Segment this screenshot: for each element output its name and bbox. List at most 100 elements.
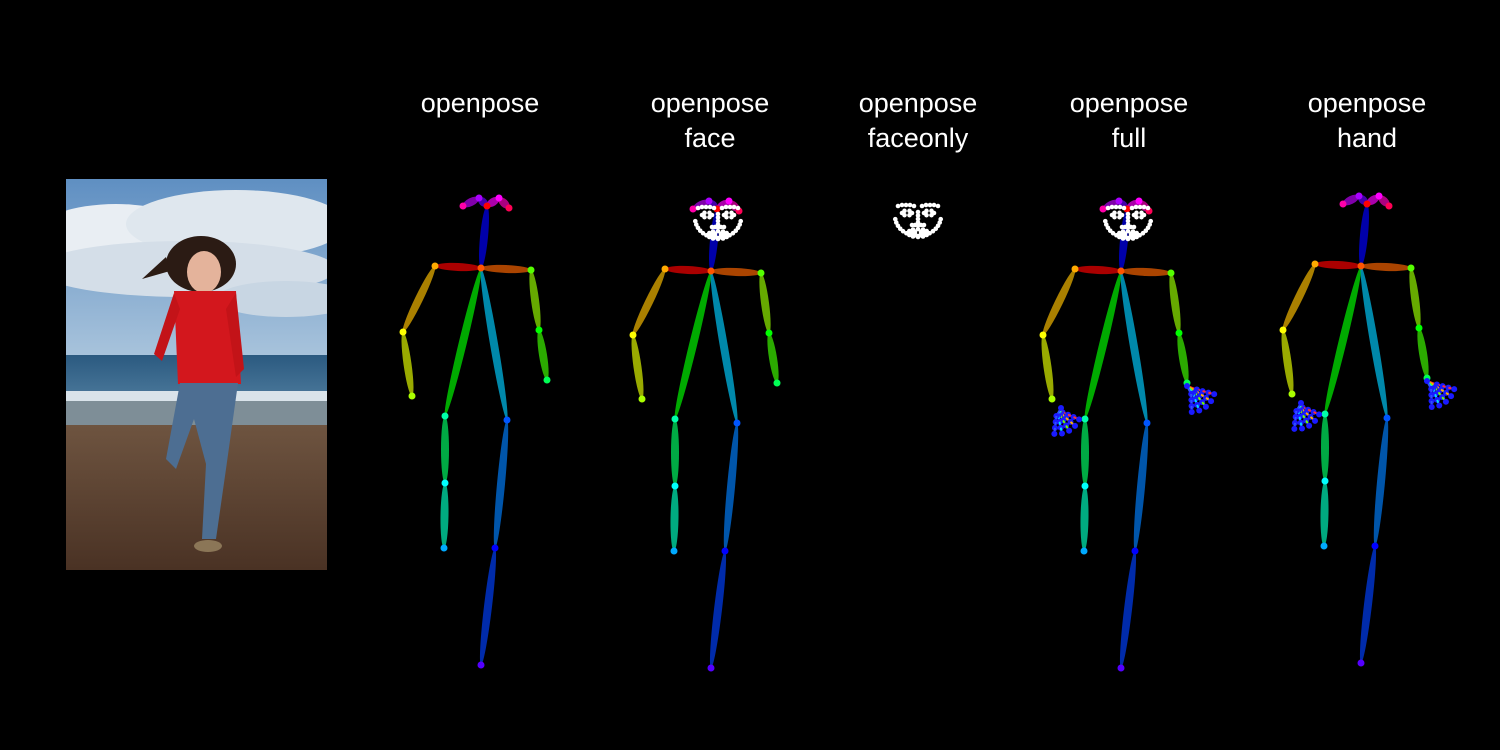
- face-point: [724, 211, 729, 216]
- hand-point: [1448, 393, 1454, 399]
- joint-rear: [1100, 206, 1107, 213]
- limb-lhip-lknee: [491, 420, 511, 549]
- limb-neck-rsho: [1315, 260, 1361, 270]
- limb-neck-rhip: [1081, 270, 1125, 420]
- joint-rsho: [1072, 266, 1079, 273]
- limb-rhip-rknee: [1321, 414, 1329, 481]
- face-point: [738, 219, 743, 224]
- joint-lsho: [528, 267, 535, 274]
- face-point: [722, 225, 727, 230]
- joint-lwr: [544, 377, 551, 384]
- face-point: [1117, 211, 1122, 216]
- joint-lear: [506, 205, 513, 212]
- hand-point: [1312, 418, 1318, 424]
- face-point: [704, 205, 709, 210]
- face-point: [1112, 211, 1117, 216]
- face-point: [908, 203, 913, 208]
- hand-point: [1429, 404, 1435, 410]
- limb-neck-rsho: [435, 262, 481, 272]
- face-point: [1148, 219, 1153, 224]
- hand-point: [1184, 383, 1190, 389]
- joint-leye: [1136, 198, 1143, 205]
- joint-relb: [1040, 332, 1047, 339]
- face-point: [1118, 205, 1123, 210]
- face-point: [1122, 206, 1127, 211]
- face-point: [924, 209, 929, 214]
- joint-rsho: [432, 263, 439, 270]
- joint-reye: [706, 198, 713, 205]
- face-point: [707, 211, 712, 216]
- face-point: [708, 205, 713, 210]
- joint-reye: [476, 195, 483, 202]
- face-point: [904, 203, 909, 208]
- limb-relb-rwr: [399, 331, 416, 396]
- skeleton-openpose-full: [1039, 197, 1217, 671]
- face-keypoints: [893, 203, 943, 240]
- limb-lelb-lwr: [1415, 327, 1431, 378]
- joint-lsho: [1408, 265, 1415, 272]
- face-point: [702, 211, 707, 216]
- joint-relb: [400, 329, 407, 336]
- joint-leye: [496, 195, 503, 202]
- hand-point: [1306, 423, 1312, 429]
- joint-lknee: [722, 548, 729, 555]
- joint-rank: [441, 545, 448, 552]
- joint-rank: [1081, 548, 1088, 555]
- joint-rank: [1321, 543, 1328, 550]
- face-point: [719, 231, 724, 236]
- limb-neck-lsho: [1121, 267, 1171, 277]
- limb-relb-rwr: [629, 334, 646, 399]
- joint-relb: [630, 332, 637, 339]
- joint-lear: [1386, 203, 1393, 210]
- limb-lelb-lwr: [535, 329, 551, 380]
- limb-rsho-relb: [1039, 267, 1078, 336]
- skeleton-openpose-hand: [1279, 192, 1457, 666]
- joint-lknee: [1372, 543, 1379, 550]
- limb-rknee-rank: [1080, 486, 1089, 551]
- face-point: [929, 213, 934, 218]
- left-hand-keypoints: [1424, 378, 1457, 410]
- limb-rsho-relb: [1279, 262, 1318, 331]
- face-point: [1134, 211, 1139, 216]
- limb-rknee-rank: [1320, 481, 1329, 546]
- limb-lelb-lwr: [1175, 332, 1191, 383]
- limb-neck-lhip: [477, 267, 511, 420]
- face-point: [700, 205, 705, 210]
- face-point: [1123, 231, 1128, 236]
- hand-point: [1051, 431, 1057, 437]
- limb-neck-lsho: [481, 264, 531, 274]
- joint-lhip: [1144, 420, 1151, 427]
- hand-point: [1066, 428, 1072, 434]
- hand-point: [1298, 400, 1304, 406]
- face-point: [1117, 215, 1122, 220]
- joint-lhip: [504, 417, 511, 424]
- right-hand-keypoints: [1291, 400, 1322, 432]
- face-point: [1138, 205, 1143, 210]
- limb-rsho-relb: [399, 264, 438, 333]
- face-point: [932, 203, 937, 208]
- joint-rknee: [1082, 483, 1089, 490]
- joint-nose: [484, 203, 491, 210]
- face-point: [928, 203, 933, 208]
- face-point: [1134, 205, 1139, 210]
- limb-relb-rwr: [1039, 334, 1056, 399]
- face-point: [720, 206, 725, 211]
- limb-neck-lhip: [707, 270, 741, 423]
- limb-neck-rsho: [665, 265, 711, 275]
- face-point: [1130, 206, 1135, 211]
- limb-rhip-rknee: [441, 416, 449, 483]
- limb-lsho-lelb: [1167, 272, 1183, 333]
- joint-rknee: [442, 480, 449, 487]
- hand-point: [1451, 386, 1457, 392]
- limb-lsho-lelb: [757, 272, 773, 333]
- face-point: [1142, 205, 1147, 210]
- limb-rknee-rank: [440, 483, 449, 548]
- joint-lhip: [1384, 415, 1391, 422]
- joint-rwr: [1289, 391, 1296, 398]
- limb-rsho-relb: [629, 267, 668, 336]
- face-point: [724, 205, 729, 210]
- limb-lelb-lwr: [765, 332, 781, 383]
- limb-neck-lsho: [711, 267, 761, 277]
- face-point: [1110, 205, 1115, 210]
- joint-rsho: [1312, 261, 1319, 268]
